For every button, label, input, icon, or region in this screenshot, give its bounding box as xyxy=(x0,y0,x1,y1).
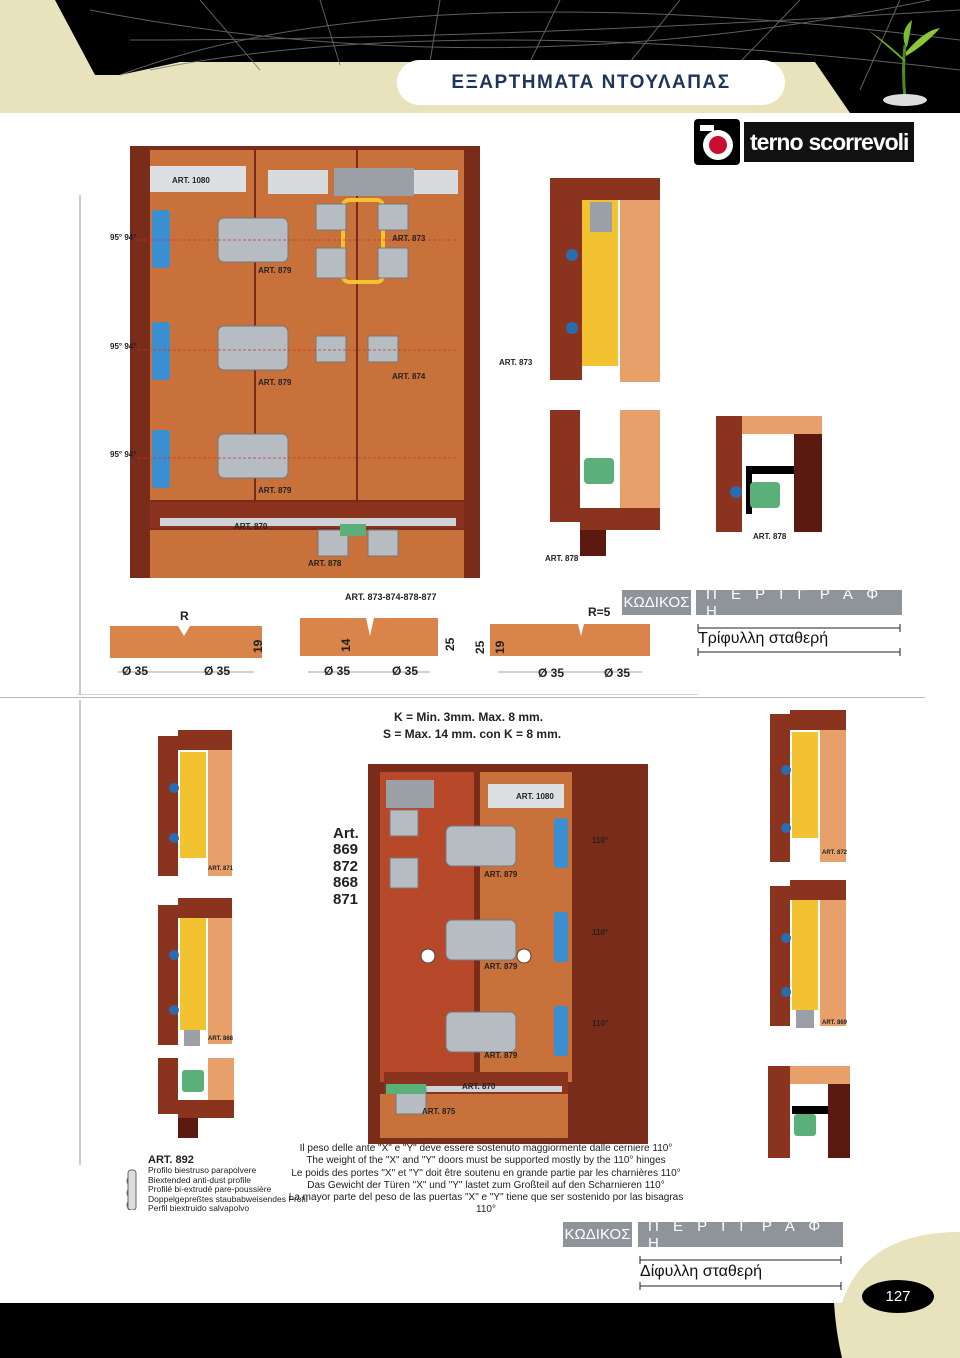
weight-note-fr: Le poids des portes "X" et "Y" doit être… xyxy=(291,1167,681,1179)
table2-row-1: Δίφυλλη σταθερή xyxy=(640,1263,762,1280)
table2-lines xyxy=(639,1256,842,1290)
bottom-cabinet-diagram xyxy=(79,700,850,1210)
header-graphic xyxy=(55,0,960,113)
label-side-art-878-a: ART. 878 xyxy=(545,554,579,563)
art-list-868: 868 xyxy=(333,874,359,892)
svg-text:Ø 35: Ø 35 xyxy=(538,666,564,680)
weight-note-it: Il peso delle ante "X" e "Y" deve essere… xyxy=(299,1143,673,1154)
logo-word-scorrevoli: scorrevoli xyxy=(808,128,910,155)
logo-word-terno: terno xyxy=(750,128,803,155)
label-art-879-e: ART. 879 xyxy=(484,962,518,971)
svg-text:Ø 35: Ø 35 xyxy=(204,664,230,678)
label-side-art-872: ART. 872 xyxy=(822,850,848,856)
table2-desc-header: Π Ε Ρ Ι Γ Ρ Α Φ Η xyxy=(638,1218,843,1252)
label-angle-a: 95° 94° xyxy=(110,233,137,242)
label-angle-110-a: 110° xyxy=(592,836,609,845)
svg-text:Ø 35: Ø 35 xyxy=(604,666,630,680)
art-list-871: 871 xyxy=(333,890,359,908)
label-art-874: ART. 874 xyxy=(392,372,426,381)
art-892-description: Profilo biestruso parapolvere Biextended… xyxy=(148,1165,308,1214)
label-angle-b: 95° 94° xyxy=(110,342,137,351)
svg-text:14: 14 xyxy=(339,638,353,652)
label-art-879-b: ART. 879 xyxy=(258,378,292,387)
k-spec-line-1: K = Min. 3mm. Max. 8 mm. xyxy=(394,710,544,724)
label-art-892: ART. 892 xyxy=(148,1154,194,1166)
art-892-desc-de: Doppelgepreßtes staubabweisendes Profil xyxy=(148,1193,308,1204)
product-table-1: ΚΩΔΙΚΟΣ Π Ε Ρ Ι Γ Ρ Α Φ Η Τρίφυλλη σταθε… xyxy=(622,586,902,660)
svg-text:R: R xyxy=(180,609,189,623)
page-title: ΕΞΑΡΤΗΜΑΤΑ ΝΤΟΥΛΑΠΑΣ xyxy=(397,60,785,105)
art-892-desc-fr: Profilé bi-extrudé pare-poussière xyxy=(148,1184,272,1195)
svg-text:25: 25 xyxy=(443,637,457,651)
svg-text:19: 19 xyxy=(493,640,507,654)
top-right-detail xyxy=(716,416,822,532)
k-spec-line-2: S = Max. 14 mm. con K = 8 mm. xyxy=(383,727,562,741)
label-side-art-869: ART. 869 xyxy=(822,1020,848,1026)
label-angle-c: 95° 94° xyxy=(110,450,137,459)
label-angle-110-c: 110° xyxy=(592,1019,609,1028)
label-art-879-c: ART. 879 xyxy=(258,486,292,495)
label-art-1080-top: ART. 1080 xyxy=(172,176,210,185)
label-art-879-a: ART. 879 xyxy=(258,266,292,275)
art-list-872: 872 xyxy=(333,857,359,875)
table1-code-header: ΚΩΔΙΚΟΣ xyxy=(622,590,691,615)
table1-lines xyxy=(697,624,901,656)
label-art-873: ART. 873 xyxy=(392,234,426,243)
footer-corner xyxy=(834,1303,960,1358)
label-art-1080-bottom: ART. 1080 xyxy=(516,792,554,801)
label-side-art-868: ART. 868 xyxy=(208,1036,234,1042)
section-divider xyxy=(0,697,925,698)
svg-text:19: 19 xyxy=(251,639,265,653)
plant-icon xyxy=(868,20,940,106)
page-footer xyxy=(0,1303,960,1358)
art-list: Art. 869 872 868 871 xyxy=(333,825,373,908)
top-cabinet-diagram: Ø 35 Ø 35 Ø 35 Ø 35 Ø 35 Ø 35 19 14 25 25 1… xyxy=(78,146,698,695)
weight-note-es: La mayor parte del peso de las puertas "… xyxy=(288,1192,684,1216)
label-art-870-top: ART. 870 xyxy=(234,522,268,531)
label-art-879-d: ART. 879 xyxy=(484,870,518,879)
svg-text:25: 25 xyxy=(473,640,487,654)
weight-note: Il peso delle ante "X" e "Y" deve essere… xyxy=(286,1143,686,1217)
art-list-869: 869 xyxy=(333,841,359,859)
art-892-desc-es: Perfil biextruido salvapolvo xyxy=(148,1203,250,1214)
svg-text:Ø 35: Ø 35 xyxy=(392,664,418,678)
svg-text:R=5: R=5 xyxy=(588,605,611,619)
label-profile-caption: ART. 873-874-878-877 xyxy=(345,592,437,602)
art-list-title: Art. xyxy=(333,825,359,842)
label-side-art-873: ART. 873 xyxy=(499,358,533,367)
label-art-879-f: ART. 879 xyxy=(484,1051,518,1060)
page-number: 127 xyxy=(862,1280,934,1313)
table2-code-header: ΚΩΔΙΚΟΣ xyxy=(563,1222,632,1247)
table1-row-1: Τρίφυλλη σταθερή xyxy=(698,630,829,647)
art-892-desc-en: Biextended anti-dust profile xyxy=(148,1174,252,1185)
brand-logo: terno scorrevoli xyxy=(694,118,915,166)
label-angle-110-b: 110° xyxy=(592,928,609,937)
svg-text:Ø 35: Ø 35 xyxy=(324,664,350,678)
art-892-desc-it: Profilo biestruso parapolvere xyxy=(148,1165,257,1175)
page-header: ΕΞΑΡΤΗΜΑΤΑ ΝΤΟΥΛΑΠΑΣ xyxy=(0,0,960,113)
label-side-art-878-b: ART. 878 xyxy=(753,532,787,541)
weight-note-de: Das Gewicht der Türen "X" und "Y" lastet… xyxy=(307,1179,665,1191)
table1-desc-header: Π Ε Ρ Ι Γ Ρ Α Φ Η xyxy=(696,586,902,620)
label-art-878-top: ART. 878 xyxy=(308,559,342,568)
weight-note-en: The weight of the "X" and "Y" doors must… xyxy=(306,1155,666,1167)
label-art-870-bottom: ART. 870 xyxy=(462,1082,496,1091)
product-table-2: ΚΩΔΙΚΟΣ Π Ε Ρ Ι Γ Ρ Α Φ Η Δίφυλλη σταθερ… xyxy=(563,1218,843,1292)
label-side-art-871: ART. 871 xyxy=(208,866,234,872)
label-art-875: ART. 875 xyxy=(422,1107,456,1116)
svg-text:Ø 35: Ø 35 xyxy=(122,664,148,678)
terno-logo-icon xyxy=(694,119,740,165)
logo-wordmark: terno scorrevoli xyxy=(744,122,915,162)
profile-892-icon xyxy=(126,1169,137,1210)
